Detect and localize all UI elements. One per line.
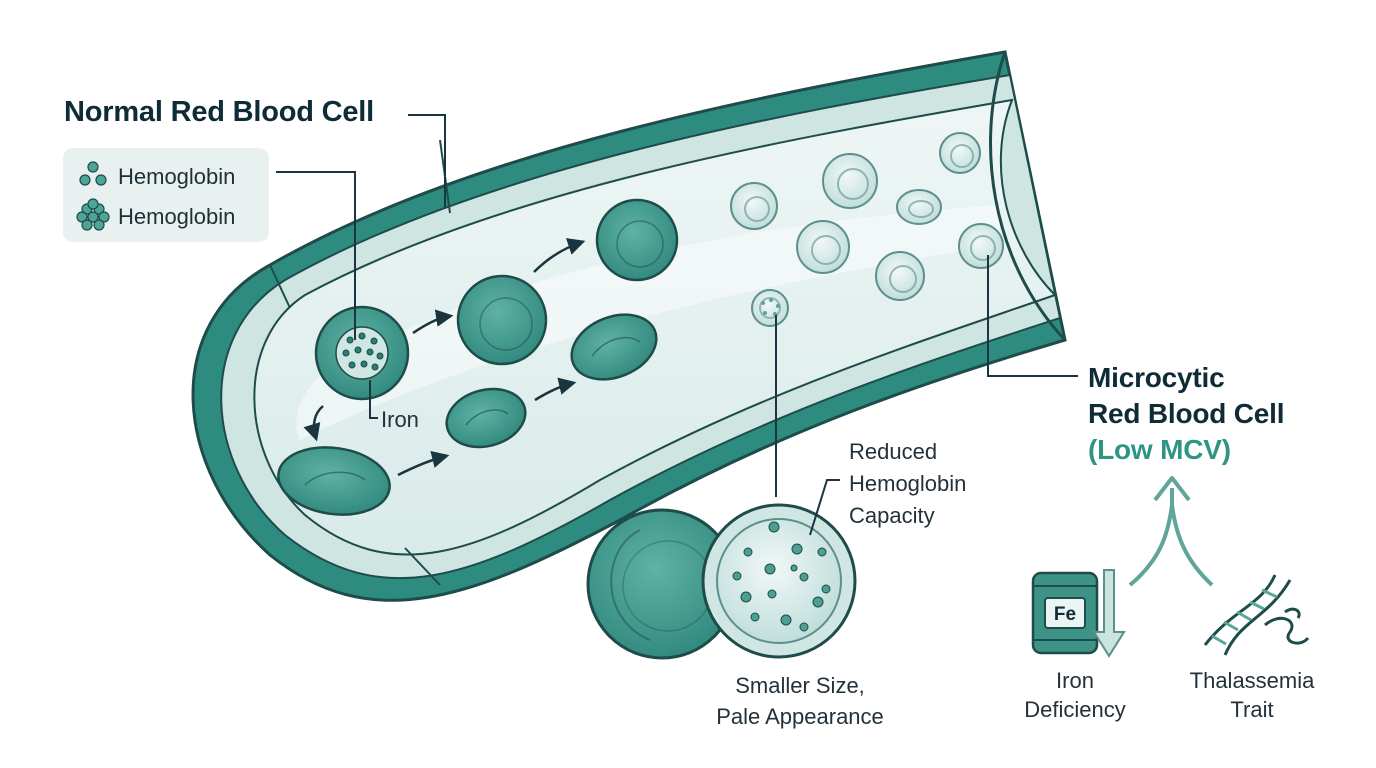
hemoglobin-cluster-icon bbox=[76, 198, 110, 231]
hemoglobin-small-icon bbox=[79, 161, 107, 186]
iron-deficiency-line-1: Iron bbox=[1056, 668, 1094, 693]
normal-red-blood-cells bbox=[277, 198, 679, 516]
normal-cell-side bbox=[570, 313, 658, 381]
microcytic-cell bbox=[730, 182, 778, 230]
enlarged-microcytic-cell bbox=[701, 503, 857, 659]
iron-deficiency-line-2: Deficiency bbox=[1024, 697, 1126, 722]
microcytic-cells bbox=[730, 132, 1004, 327]
reduced-capacity-label: Reduced Hemoglobin Capacity bbox=[849, 436, 966, 532]
normal-cell-side bbox=[277, 446, 391, 516]
cell-size-comparison bbox=[586, 503, 857, 660]
microcytic-cell bbox=[939, 132, 981, 174]
microcytic-cell bbox=[822, 153, 878, 209]
smaller-size-label: Smaller Size, Pale Appearance bbox=[700, 670, 900, 732]
normal-cell-with-iron bbox=[314, 305, 410, 401]
leader-lines bbox=[276, 114, 1078, 536]
reduced-capacity-line-3: Capacity bbox=[849, 503, 935, 528]
normal-cell bbox=[595, 198, 679, 282]
iron-barrel-icon: Fe bbox=[1031, 571, 1099, 655]
microcytic-cell-title: Microcytic Red Blood Cell (Low MCV) bbox=[1088, 360, 1285, 468]
thalassemia-line-1: Thalassemia bbox=[1189, 668, 1315, 693]
normal-cell-side bbox=[445, 387, 527, 449]
legend-label-hemoglobin-1: Hemoglobin bbox=[118, 164, 236, 189]
hemoglobin-legend-icons bbox=[76, 161, 110, 231]
fe-symbol: Fe bbox=[1054, 604, 1076, 625]
microcytic-cell bbox=[875, 251, 925, 301]
decrease-arrow-icon bbox=[1092, 569, 1126, 658]
microcytic-cell bbox=[796, 220, 850, 274]
microcytic-cell bbox=[958, 223, 1004, 269]
iron-label: Iron bbox=[381, 407, 419, 432]
microcytic-cell-dotted bbox=[751, 289, 789, 327]
iron-deficiency-label: Iron Deficiency bbox=[995, 666, 1155, 724]
smaller-size-line-2: Pale Appearance bbox=[716, 704, 884, 729]
thalassemia-line-2: Trait bbox=[1230, 697, 1274, 722]
vessel-opening bbox=[989, 51, 1067, 342]
legend-label-hemoglobin-2: Hemoglobin bbox=[118, 204, 236, 229]
reduced-capacity-line-1: Reduced bbox=[849, 439, 938, 464]
reduced-capacity-line-2: Hemoglobin bbox=[849, 471, 967, 496]
flow-arrows bbox=[303, 238, 586, 477]
thalassemia-label: Thalassemia Trait bbox=[1170, 666, 1334, 724]
smaller-size-line-1: Smaller Size, bbox=[735, 673, 865, 698]
normal-cell bbox=[456, 274, 548, 366]
normal-cell-title: Normal Red Blood Cell bbox=[64, 96, 374, 128]
dna-helix-icon bbox=[1203, 574, 1310, 656]
microcytic-cell bbox=[896, 189, 942, 225]
causes-arrows bbox=[1128, 476, 1214, 587]
low-mcv-label: (Low MCV) bbox=[1088, 434, 1231, 465]
microcytic-title-line-1: Microcytic bbox=[1088, 362, 1225, 393]
microcytic-title-line-2: Red Blood Cell bbox=[1088, 398, 1285, 429]
